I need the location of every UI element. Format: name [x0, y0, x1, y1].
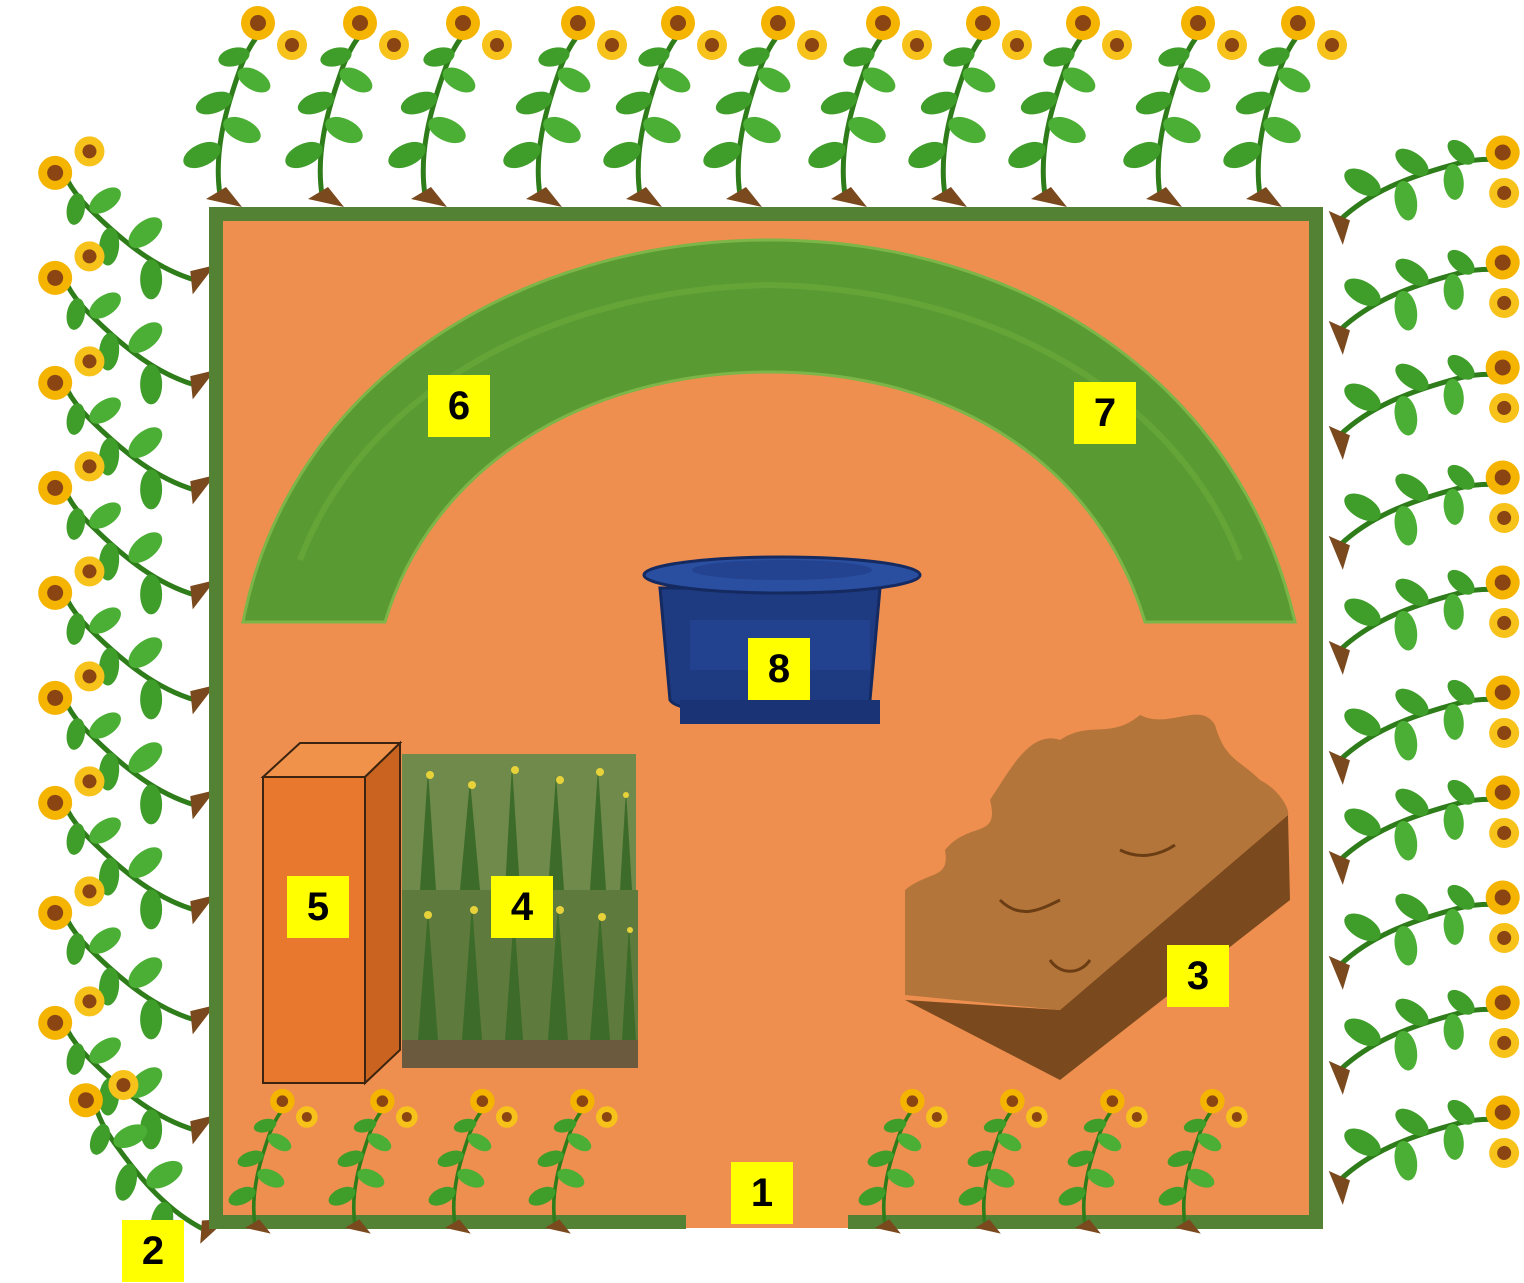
sunflower-icon	[499, 6, 627, 207]
label-3: 3	[1167, 945, 1229, 1007]
label-6: 6	[428, 375, 490, 437]
sunflower-icon	[6, 331, 242, 532]
label-8: 8	[748, 638, 810, 700]
sunflower-icon	[6, 541, 242, 742]
label-7: 7	[1074, 382, 1136, 444]
label-5: 5	[287, 876, 349, 938]
label-4: 4	[491, 876, 553, 938]
sunflower-icon	[6, 436, 242, 637]
sunflower-icon	[6, 646, 242, 847]
label-1: 1	[731, 1162, 793, 1224]
sunflower-icon	[1119, 6, 1247, 207]
sunflower-border-top	[179, 6, 1347, 207]
sunflower-border-right	[1307, 78, 1524, 1258]
sunflower-icon	[179, 6, 307, 207]
sunflower-icon	[6, 226, 242, 427]
label-2: 2	[122, 1220, 184, 1282]
